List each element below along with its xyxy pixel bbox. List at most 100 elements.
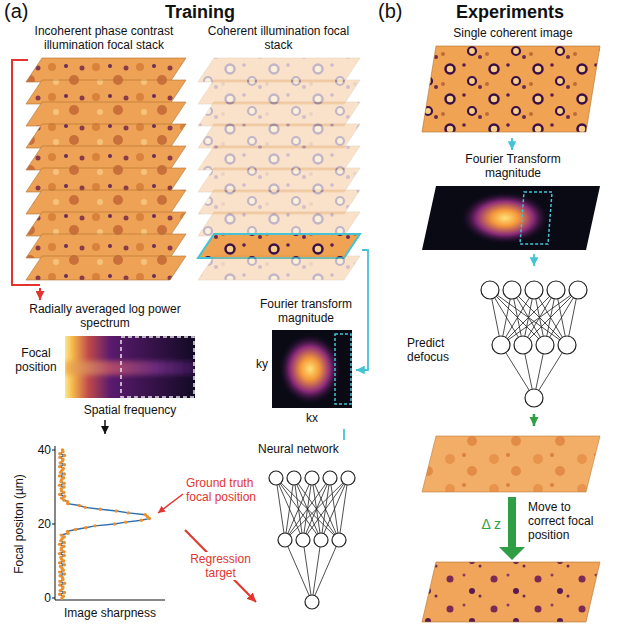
- tick-mark: [52, 450, 55, 451]
- data-point: [60, 533, 63, 536]
- connector: [39, 288, 41, 300]
- panel-heading: Coherent illumination focal stack: [195, 24, 362, 52]
- data-point: [62, 554, 65, 557]
- data-point: [58, 543, 61, 546]
- network-unit: [287, 471, 301, 485]
- focus-band: [65, 361, 195, 375]
- stack-slice: [198, 168, 360, 192]
- data-point: [127, 511, 130, 514]
- stack-slice: [26, 256, 186, 280]
- network-link: [321, 478, 348, 540]
- data-point: [59, 565, 62, 568]
- tick-label: 0: [25, 591, 51, 605]
- panel-heading: Fourier transform magnitude: [256, 297, 356, 325]
- panel-heading: Fourier Transform magnitude: [453, 152, 573, 180]
- data-point: [99, 508, 102, 511]
- dashed-window: [520, 192, 552, 244]
- data-point: [115, 509, 118, 512]
- data-point: [93, 524, 96, 527]
- data-point: [62, 482, 65, 485]
- network-unit: [323, 471, 337, 485]
- stack-slice: [198, 146, 360, 170]
- data-point: [62, 594, 65, 597]
- data-point: [58, 580, 61, 583]
- experiment-images: [422, 46, 600, 622]
- fourier-ground: [272, 330, 352, 408]
- tick-mark: [52, 598, 55, 599]
- data-point: [58, 465, 61, 468]
- coherent-image: [422, 46, 600, 132]
- network-unit: [569, 281, 587, 299]
- selection-bracket: [12, 60, 40, 285]
- axis-label: kx: [296, 411, 328, 425]
- tick-mark: [52, 524, 55, 525]
- network-link: [312, 540, 339, 602]
- image-panel: Single coherent image: [418, 26, 608, 138]
- data-point: [59, 556, 62, 559]
- data-point: [78, 504, 81, 507]
- stack-slice: [198, 234, 360, 258]
- panel-heading: Predict defocus: [407, 336, 477, 364]
- fourier-panel: Fourier transform magnitude ky kx: [256, 295, 356, 429]
- axis-label: Image sharpness: [45, 606, 175, 620]
- defocused-image: [422, 436, 600, 492]
- panel-title: Experiments: [440, 2, 580, 22]
- fourier-panel: Fourier Transform magnitude: [418, 150, 608, 254]
- data-point: [83, 506, 86, 509]
- dashed-window: [121, 337, 194, 397]
- fourier-blob: [461, 192, 549, 244]
- stack-slice: [198, 256, 360, 280]
- data-point: [58, 570, 61, 573]
- data-point: [58, 593, 61, 596]
- axis-label: Focal position: [10, 346, 62, 374]
- data-point: [63, 582, 66, 585]
- network-unit: [492, 336, 510, 354]
- step-label: Move to correct focal position: [528, 500, 610, 542]
- connector-label: Regression target: [184, 552, 258, 580]
- data-point: [63, 541, 66, 544]
- network-unit: [305, 595, 319, 609]
- network-link: [285, 478, 330, 540]
- panel-heading: Single coherent image: [418, 26, 608, 40]
- stack-slice: [198, 58, 360, 82]
- focused-image: [422, 562, 600, 622]
- data-point: [124, 520, 127, 523]
- data-point: [62, 476, 65, 479]
- axis-line: [55, 446, 165, 600]
- network-unit: [481, 281, 499, 299]
- stack-slice: [26, 80, 186, 104]
- network-link: [285, 540, 312, 602]
- network-unit: [341, 471, 355, 485]
- data-point: [58, 574, 61, 577]
- network-unit: [547, 281, 565, 299]
- stack-slice: [26, 124, 186, 148]
- data-point: [66, 500, 69, 503]
- network-link: [312, 540, 321, 602]
- stack-slice: [26, 212, 186, 236]
- connector: [343, 429, 345, 440]
- spectrum-heatmap: [65, 336, 195, 398]
- axis-label: Focal positon (µm): [12, 474, 26, 574]
- stack-slice: [198, 80, 360, 104]
- data-point: [63, 454, 66, 457]
- network-link: [276, 478, 339, 540]
- data-point: [63, 495, 66, 498]
- data-point: [58, 493, 61, 496]
- tick-label: 20: [25, 517, 51, 531]
- sharpness-curve: [60, 450, 150, 598]
- defocus-arrow: [499, 497, 525, 560]
- network-link: [303, 478, 348, 540]
- network-unit: [332, 533, 346, 547]
- panel-heading: Radially averaged log power spectrum: [10, 302, 200, 330]
- data-point: [58, 552, 61, 555]
- stack-panel: Coherent illumination focal stack: [195, 24, 362, 288]
- stack-slice: [198, 212, 360, 236]
- axis-label: ky: [256, 357, 270, 371]
- axis-label: Spatial frequency: [65, 403, 195, 417]
- sharpness-plot: [52, 446, 165, 600]
- network-unit: [558, 336, 576, 354]
- data-point: [58, 474, 61, 477]
- stack-slice: [26, 234, 186, 258]
